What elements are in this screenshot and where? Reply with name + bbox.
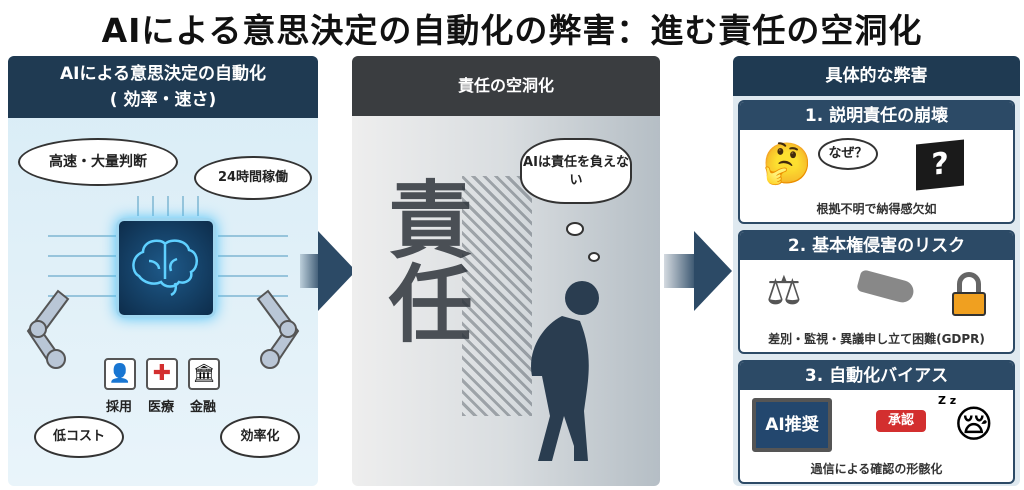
big-responsibility-text: 責任 — [375, 176, 473, 344]
automation-panel: AIによる意思決定の自動化 ( 効率・速さ) 高速・大量判断 24時間稼働 👤 … — [8, 56, 318, 486]
section-title: 1. 説明責任の崩壊 — [740, 102, 1013, 130]
thought-bubble: AIは責任を負えない — [520, 138, 632, 204]
confused-person-icon: 🤔 — [762, 141, 812, 187]
approve-button: 承認 — [876, 410, 926, 432]
responsibility-panel: 責任の空洞化 責任 AIは責任を負えない — [352, 56, 660, 486]
arrow-right-icon — [318, 231, 356, 311]
arrow-right-icon — [694, 231, 732, 311]
why-bubble: なぜ？ — [818, 138, 878, 170]
domain-hiring: 採用 — [106, 400, 133, 415]
zzz-text: Z z — [938, 394, 957, 407]
dissolving-particles — [462, 176, 532, 416]
section-caption: 差別・監視・異議申し立て困難(GDPR) — [768, 332, 985, 346]
arrow-1-shaft — [300, 254, 322, 288]
section-caption: 根拠不明で納得感欠如 — [816, 202, 937, 216]
bubble-24h: 24時間稼働 — [194, 156, 312, 200]
sleepy-person-icon: 😪 — [954, 402, 994, 446]
bubble-lowcost: 低コスト — [34, 416, 124, 458]
ai-chip — [116, 218, 216, 318]
robot-arms — [26, 289, 300, 369]
brain-icon — [132, 239, 198, 297]
harms-header: 具体的な弊害 — [733, 56, 1020, 96]
laptop-screen: AI推奨 — [752, 398, 832, 452]
camera-icon — [856, 269, 916, 305]
medical-cross-icon: ✚ — [146, 358, 178, 390]
scales-icon: ⚖ — [766, 268, 802, 314]
harm-rights: 2. 基本権侵害のリスク ⚖ 差別・監視・異議申し立て困難(GDPR) — [738, 230, 1015, 354]
bubble-efficiency: 効率化 — [220, 416, 300, 458]
slumped-person-figure — [531, 281, 599, 461]
circuit-lines — [48, 196, 288, 297]
arrow-2-shaft — [664, 254, 698, 288]
thought-dot — [566, 222, 584, 236]
thought-dot — [588, 252, 600, 262]
responsibility-header: 責任の空洞化 — [352, 56, 660, 116]
section-title: 3. 自動化バイアス — [740, 362, 1013, 390]
harms-panel: 具体的な弊害 1. 説明責任の崩壊 🤔 なぜ？ ? 根拠不明で納得感欠如 2. … — [733, 56, 1020, 486]
section-caption: 過信による確認の形骸化 — [810, 462, 943, 476]
header-line1: AIによる意思決定の自動化 — [60, 64, 266, 84]
bubble-fast: 高速・大量判断 — [18, 138, 178, 186]
harm-automation-bias: 3. 自動化バイアス AI推奨 承認 Z z 😪 過信による確認の形骸化 — [738, 360, 1015, 484]
person-icon: 👤 — [104, 358, 136, 390]
page-title: AIによる意思決定の自動化の弊害：進む責任の空洞化 — [101, 11, 923, 50]
black-box-icon: ? — [916, 139, 964, 191]
automation-header: AIによる意思決定の自動化 ( 効率・速さ) — [8, 56, 318, 118]
bank-icon: 🏛 — [188, 358, 220, 390]
header-line2: ( 効率・速さ) — [109, 90, 217, 110]
section-title: 2. 基本権侵害のリスク — [740, 232, 1013, 260]
harm-accountability: 1. 説明責任の崩壊 🤔 なぜ？ ? 根拠不明で納得感欠如 — [738, 100, 1015, 224]
domain-medical: 医療 — [148, 400, 175, 415]
lock-icon — [952, 272, 986, 316]
domain-finance: 金融 — [190, 400, 217, 415]
